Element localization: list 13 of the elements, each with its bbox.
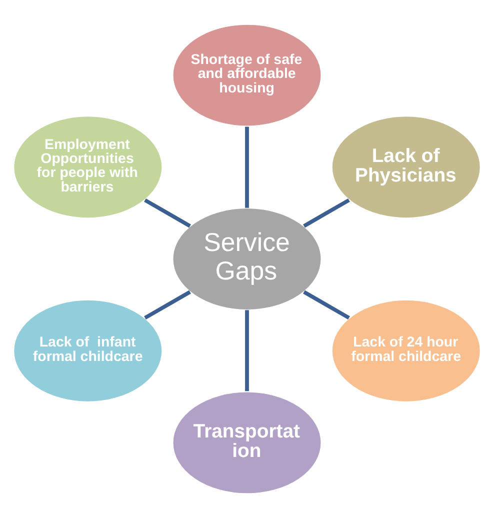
connector — [144, 198, 191, 228]
node-ellipse: Transportat ion — [172, 391, 322, 494]
connector — [303, 198, 350, 228]
node-ellipse: Lack of infant formal childcare — [12, 299, 163, 403]
node-ellipse: Lack of 24 hour formal childcare — [331, 299, 482, 403]
connector — [245, 310, 249, 392]
node-ellipse: Employment Opportunities for people with barriers — [12, 115, 163, 219]
connector — [245, 126, 249, 208]
connector — [144, 290, 191, 320]
node-ellipse: Shortage of safe and affordable housing — [172, 24, 322, 127]
node-ellipse: Service Gaps — [172, 207, 322, 311]
node-ellipse: Lack of Physicians — [331, 115, 482, 219]
connector — [303, 290, 350, 320]
